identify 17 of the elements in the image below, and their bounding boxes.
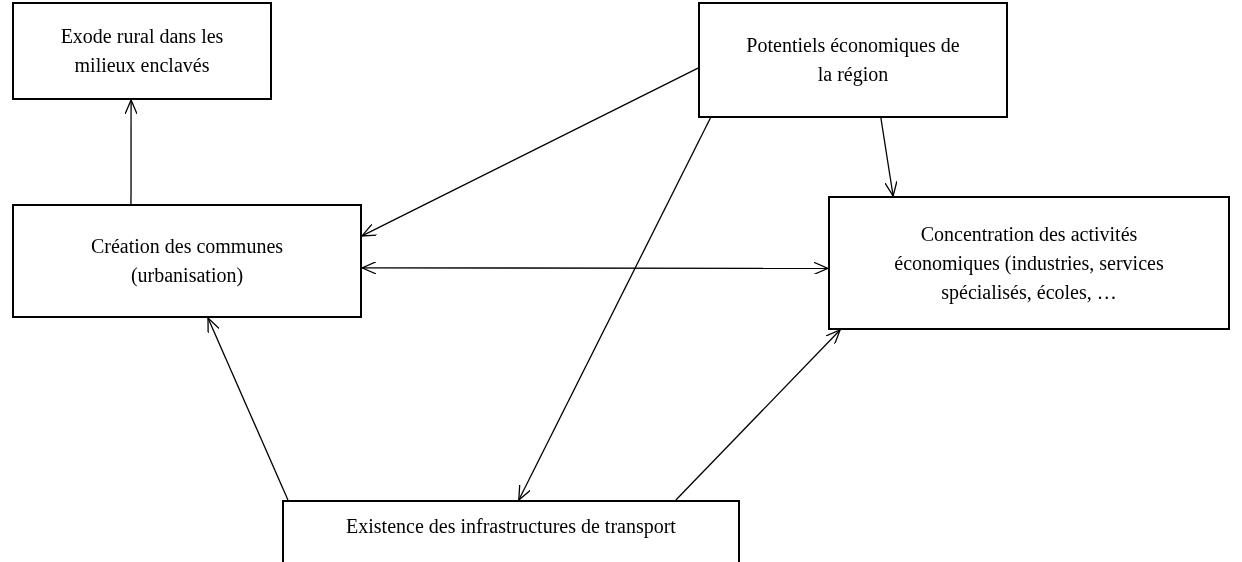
node-label: Exode rural dans les milieux enclavés: [59, 24, 225, 78]
process-box: [12, 2, 272, 100]
arrow: [124, 99, 138, 205]
arrow: [361, 261, 829, 275]
process-box: [828, 196, 1230, 330]
arrow: [361, 67, 699, 237]
arrow: [880, 117, 898, 197]
node-label: Création des communes (urbanisation): [89, 234, 285, 289]
arrow: [207, 317, 289, 501]
arrow: [675, 329, 841, 501]
node-label: Potentiels économiques de la région: [745, 33, 961, 88]
node-label: Concentration des activités économiques (industries, services spécialisés, écoles, …: [893, 221, 1165, 306]
process-box: [12, 204, 362, 318]
arrow: [518, 117, 712, 501]
process-box: [282, 500, 740, 562]
process-box: [698, 2, 1008, 118]
node-label: Existence des infrastructures de transport: [346, 514, 676, 540]
